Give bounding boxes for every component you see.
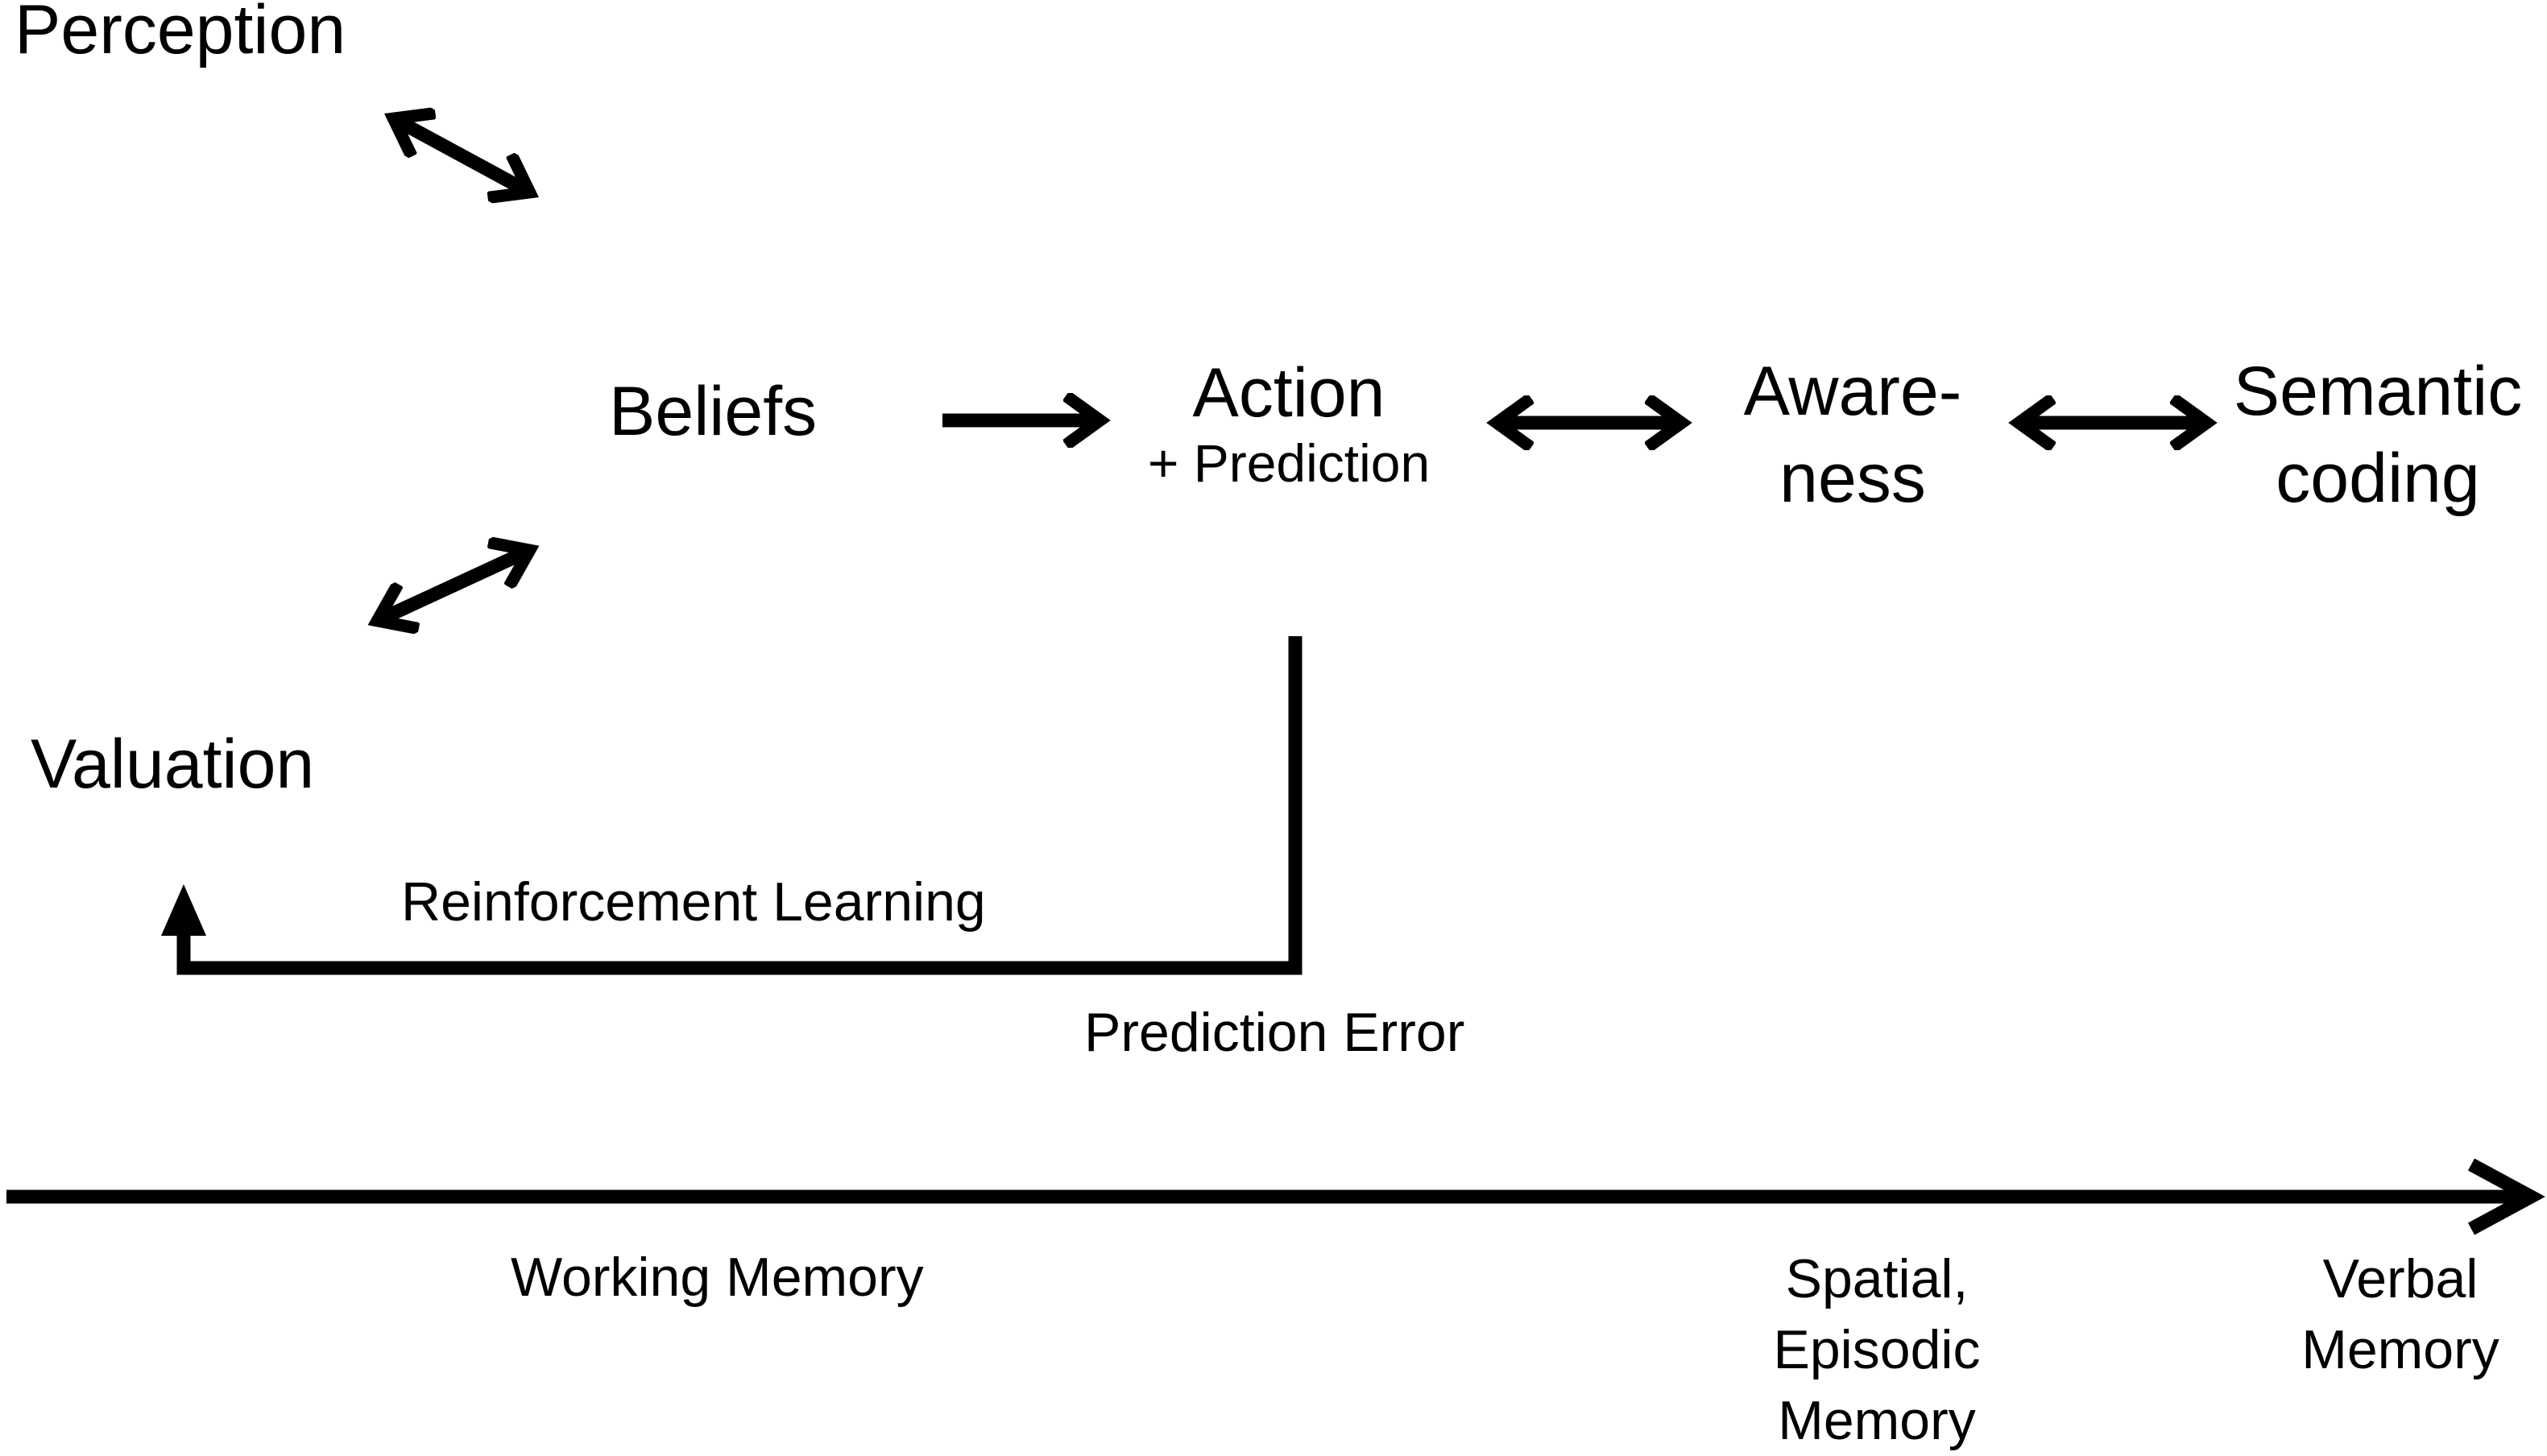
label-reinforcement-learning: Reinforcement Learning [401,871,986,933]
memory-axis-arrowhead [2467,1158,2545,1235]
label-prediction-error: Prediction Error [1084,1002,1465,1063]
verbal-line1: Verbal [2322,1248,2479,1309]
node-action: Action + Prediction [1112,353,1466,493]
node-semantic-coding: Semantic coding [2217,348,2539,522]
spatial-line2: Episodic [1773,1319,1981,1380]
node-valuation: Valuation [31,726,315,803]
action-sublabel: + Prediction [1147,433,1431,493]
node-beliefs: Beliefs [609,373,818,450]
awareness-line2: ness [1779,440,1926,517]
node-perception: Perception [14,0,346,68]
spatial-line3: Memory [1778,1390,1976,1451]
awareness-line1: Aware- [1743,353,1962,430]
reinforcement-arrowhead [161,884,206,936]
verbal-line2: Memory [2301,1319,2499,1380]
prediction-error-path [176,636,1302,975]
perception-beliefs-arrow [395,119,528,192]
axis-label-spatial-episodic-memory: Spatial, Episodic Memory [1724,1243,2030,1456]
axis-label-working-memory: Working Memory [511,1247,924,1308]
valuation-beliefs-arrow [379,551,528,620]
semantic-line2: coding [2276,440,2480,517]
semantic-line1: Semantic [2233,353,2523,430]
action-label: Action [1192,354,1385,432]
axis-label-verbal-memory: Verbal Memory [2255,1243,2545,1385]
node-awareness: Aware- ness [1692,348,2014,522]
spatial-line1: Spatial, [1785,1248,1969,1309]
